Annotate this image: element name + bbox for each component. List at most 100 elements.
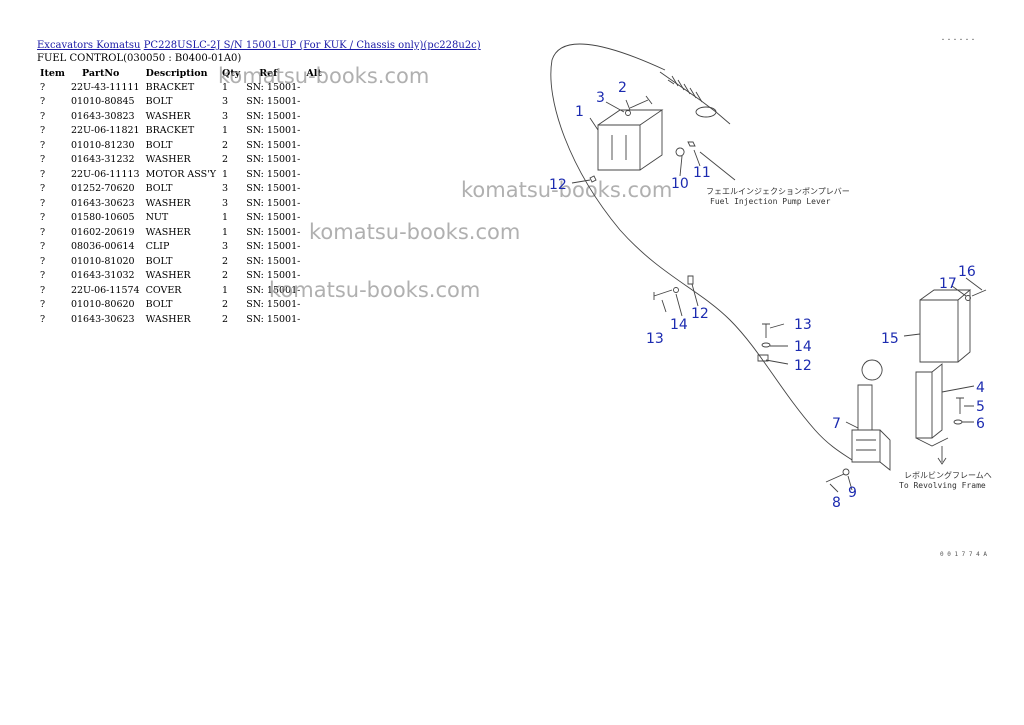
note-frame-jp: レボルビングフレームへ bbox=[904, 470, 992, 480]
cell-partno: 01580-10605 bbox=[70, 212, 135, 224]
bolt-item-8 bbox=[825, 473, 845, 483]
header-description: Description bbox=[145, 67, 208, 79]
leader-pump-lever bbox=[699, 151, 736, 181]
cell-item: ? bbox=[40, 313, 46, 325]
leader-revolving-frame bbox=[937, 446, 947, 465]
header-ref: Ref bbox=[259, 67, 278, 79]
cell-partno: 22U-43-11111 bbox=[70, 81, 140, 93]
washer-item-3 bbox=[625, 110, 631, 116]
cell-item: ? bbox=[40, 197, 46, 209]
nut-item-11 bbox=[687, 141, 696, 147]
washer-item-10 bbox=[675, 147, 685, 157]
cell-description: WASHER bbox=[145, 110, 191, 122]
callout-number: 6 bbox=[976, 416, 985, 432]
cell-partno: 01643-30623 bbox=[70, 313, 135, 325]
callout-number: 3 bbox=[596, 90, 605, 106]
bolt-item-2 bbox=[629, 95, 653, 109]
callout-number: 5 bbox=[976, 399, 985, 415]
note-pump-jp: フェエルインジェクションポンプレバー bbox=[706, 187, 850, 196]
cell-partno: 22U-06-11113 bbox=[70, 168, 140, 180]
cell-item: ? bbox=[40, 299, 46, 311]
cover-item-15 bbox=[919, 289, 972, 363]
cell-ref: SN: 15001- bbox=[246, 154, 301, 166]
cable-end bbox=[659, 71, 731, 125]
header-alt: Alt bbox=[306, 67, 322, 79]
control-cable bbox=[550, 43, 853, 461]
cell-qty: 1 bbox=[222, 212, 229, 224]
table-header-row: Item PartNo Description Qty Ref Alt bbox=[37, 66, 325, 80]
header-item: Item bbox=[40, 67, 65, 79]
cell-partno: 01010-81230 bbox=[70, 139, 135, 151]
cell-partno: 08036-00614 bbox=[70, 241, 135, 253]
header-qty: Qty bbox=[222, 67, 241, 79]
cell-partno: 22U-06-11574 bbox=[70, 284, 140, 296]
callout-number: 2 bbox=[618, 80, 627, 96]
cell-ref: SN: 15001- bbox=[246, 226, 301, 238]
motor-item-7 bbox=[851, 359, 891, 471]
cell-ref: SN: 15001- bbox=[246, 284, 301, 296]
cell-partno: 01643-31232 bbox=[70, 154, 135, 166]
cell-qty: 1 bbox=[222, 168, 229, 180]
washer-item-14-mid bbox=[673, 287, 679, 293]
cell-ref: SN: 15001- bbox=[246, 139, 301, 151]
cell-description: BOLT bbox=[145, 255, 173, 267]
washer-item-14-right bbox=[761, 342, 771, 348]
cell-qty: 1 bbox=[222, 125, 229, 137]
callout-number: 13 bbox=[646, 331, 664, 347]
cell-item: ? bbox=[40, 110, 46, 122]
cell-item: ? bbox=[40, 226, 46, 238]
cell-ref: SN: 15001- bbox=[246, 81, 301, 93]
cell-item: ? bbox=[40, 168, 46, 180]
cell-description: MOTOR ASS'Y bbox=[145, 168, 217, 180]
callout-number: 17 bbox=[939, 276, 957, 292]
callout-number: 14 bbox=[794, 339, 812, 355]
cell-qty: 3 bbox=[222, 110, 229, 122]
cell-item: ? bbox=[40, 284, 46, 296]
cell-ref: SN: 15001- bbox=[246, 299, 301, 311]
cell-partno: 01010-80845 bbox=[70, 96, 135, 108]
cell-item: ? bbox=[40, 125, 46, 137]
breadcrumb: Excavators Komatsu PC228USLC-2J S/N 1500… bbox=[37, 40, 481, 51]
callout-number: 9 bbox=[848, 485, 857, 501]
clip-item-12-right bbox=[757, 354, 769, 362]
cell-qty: 1 bbox=[222, 226, 229, 238]
cell-description: COVER bbox=[145, 284, 182, 296]
cell-partno: 01010-81020 bbox=[70, 255, 135, 267]
cell-qty: 2 bbox=[222, 270, 229, 282]
cell-partno: 01252-70620 bbox=[70, 183, 135, 195]
bolt-item-13-mid bbox=[653, 289, 673, 300]
cell-ref: SN: 15001- bbox=[246, 313, 301, 325]
callout-number: 10 bbox=[671, 176, 689, 192]
cell-qty: 2 bbox=[222, 255, 229, 267]
cell-qty: 1 bbox=[222, 284, 229, 296]
cell-partno: 01643-30823 bbox=[70, 110, 135, 122]
breadcrumb-link-category[interactable]: Excavators Komatsu bbox=[37, 40, 141, 51]
cell-description: WASHER bbox=[145, 154, 191, 166]
callout-number: 8 bbox=[832, 495, 841, 511]
washer-item-6 bbox=[953, 419, 963, 425]
cell-item: ? bbox=[40, 270, 46, 282]
bolt-item-13-right bbox=[762, 323, 770, 338]
cell-partno: 01643-31032 bbox=[70, 270, 135, 282]
cell-item: ? bbox=[40, 255, 46, 267]
callout-number: 12 bbox=[549, 177, 567, 193]
cell-partno: 01602-20619 bbox=[70, 226, 135, 238]
breadcrumb-link-model[interactable]: PC228USLC-2J S/N 15001-UP (For KUK / Cha… bbox=[143, 40, 481, 51]
callout-number: 15 bbox=[881, 331, 899, 347]
cell-qty: 3 bbox=[222, 241, 229, 253]
parts-table: Item PartNo Description Qty Ref Alt ?22U… bbox=[37, 66, 325, 327]
cell-qty: 3 bbox=[222, 197, 229, 209]
cell-qty: 2 bbox=[222, 299, 229, 311]
